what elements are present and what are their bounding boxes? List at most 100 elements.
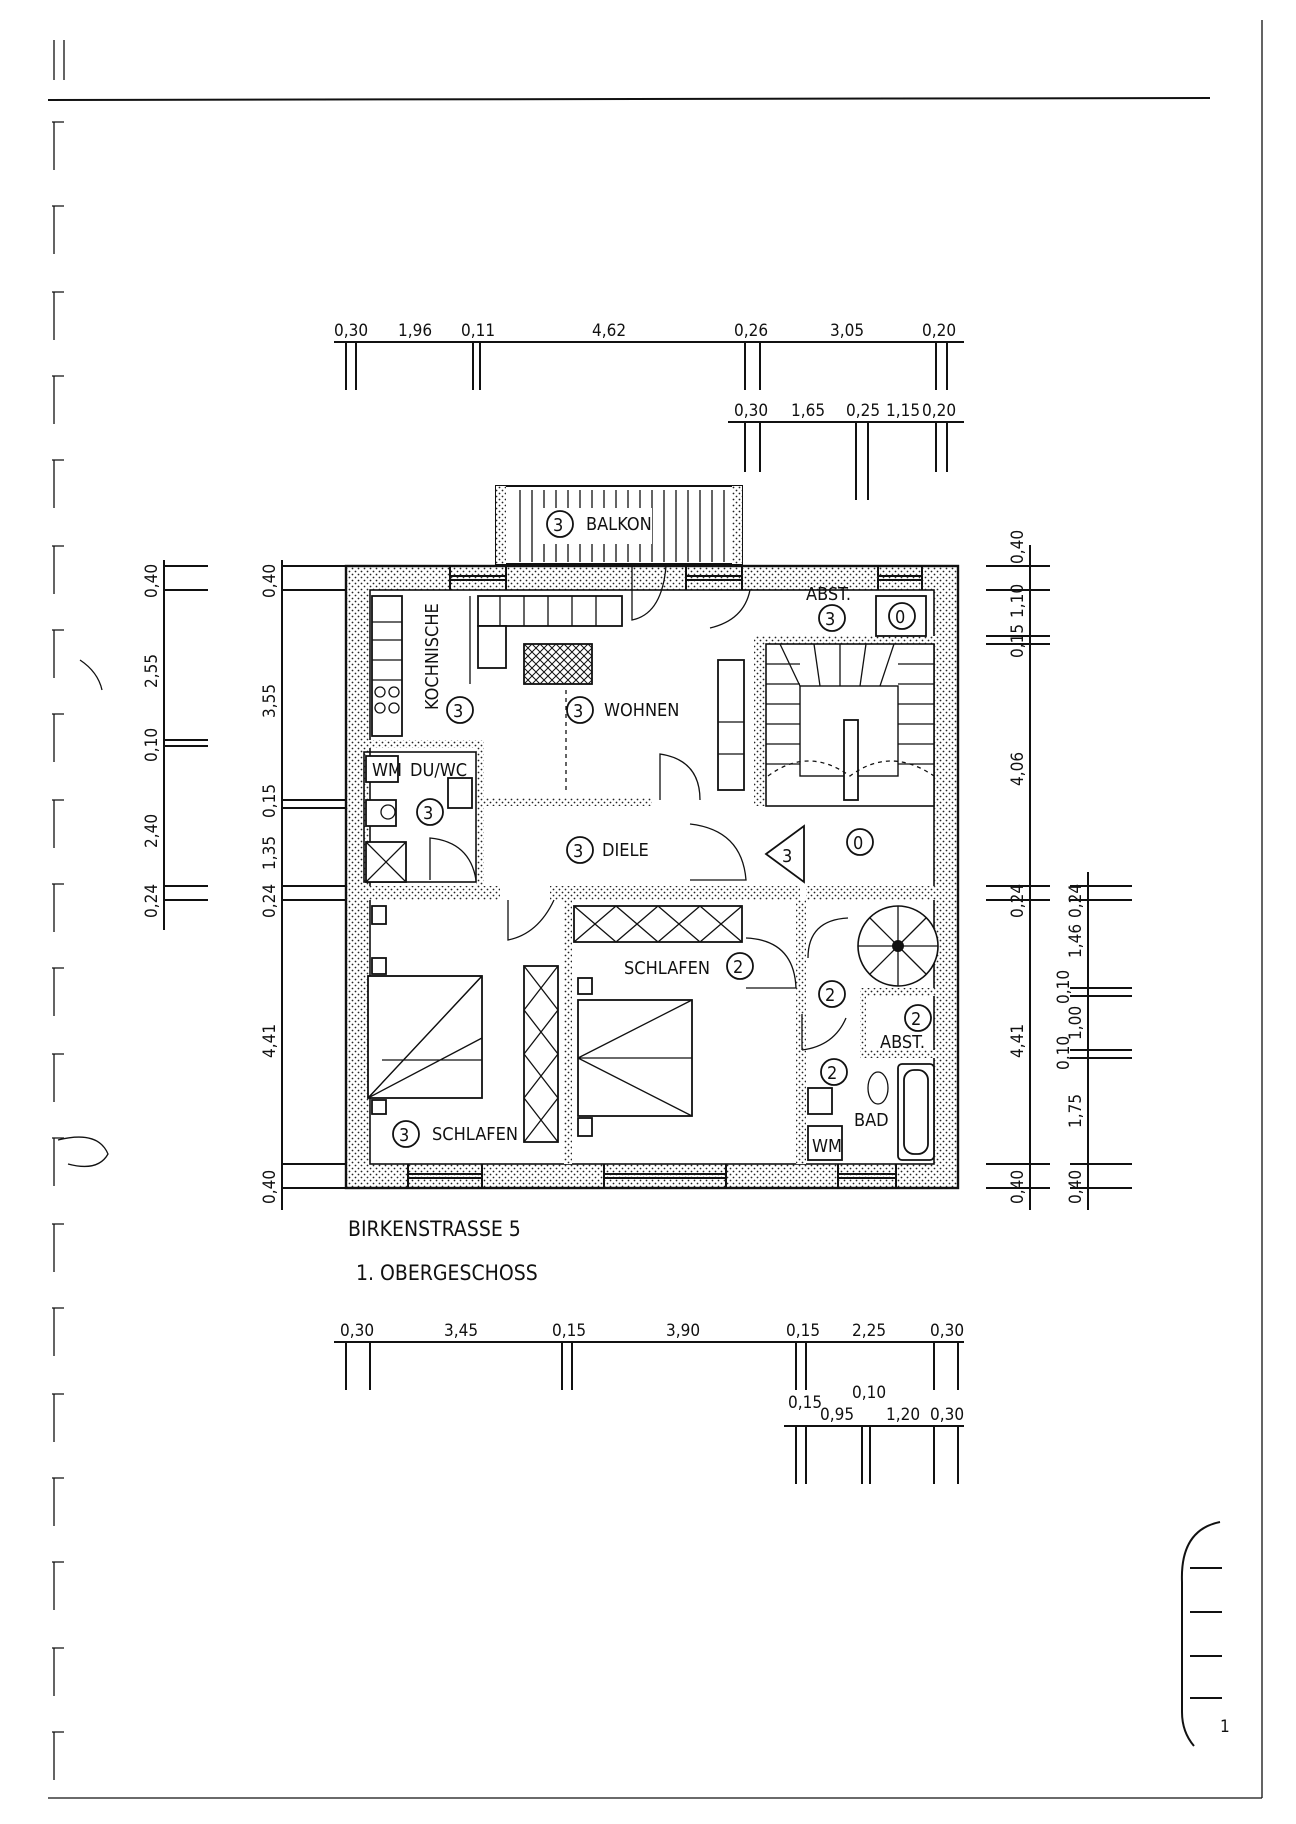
dim-left-inner-5: 4,41 [260, 1024, 280, 1058]
street-address: BIRKENSTRASSE 5 [348, 1217, 521, 1241]
room-labels: BALKON KOCHNISCHE WOHNEN WM DU/WC DIELE … [372, 514, 925, 1157]
dimension-chain-top-2: 0,30 1,65 0,25 1,15 0,20 [728, 401, 964, 500]
dim-left-inner-0: 0,40 [260, 564, 280, 598]
label-schlafen-left: SCHLAFEN [432, 1124, 518, 1145]
circled-marks: 3 3 3 3 3 3 0 0 3 3 2 2 2 2 [392, 510, 932, 1148]
dim-right-inner-6: 0,40 [1008, 1170, 1028, 1204]
dim-right-inner-3: 4,06 [1008, 752, 1028, 786]
mark-zero-top: 0 [875, 595, 927, 637]
dim-right-outer-5: 1,75 [1066, 1094, 1086, 1128]
beds [367, 905, 693, 1137]
bathroom-fixtures [807, 1063, 935, 1161]
dim-top1-2: 0,11 [461, 321, 495, 341]
svg-text:3: 3 [573, 841, 583, 862]
title-block: BIRKENSTRASSE 5 1. OBERGESCHOSS [348, 1217, 538, 1285]
dim-right-outer-1: 1,46 [1066, 924, 1086, 958]
kitchenette [371, 595, 471, 737]
dim-right-outer-0: 0,24 [1066, 884, 1086, 918]
dimension-chain-left-inner: 0,40 3,55 0,15 1,35 0,24 4,41 0,40 [260, 560, 348, 1210]
dim-right-inner-4: 0,24 [1008, 884, 1028, 918]
dimension-chain-top-1: 0,30 1,96 0,11 4,62 0,26 3,05 0,20 [334, 321, 964, 390]
dim-left-inner-2: 0,15 [260, 784, 280, 818]
living-room-furniture [477, 595, 745, 791]
dim-top1-4: 0,26 [734, 321, 768, 341]
svg-text:3: 3 [453, 701, 463, 722]
spiral-stair [857, 905, 939, 987]
dim-top2-1: 1,65 [791, 401, 825, 421]
label-wm-top: WM [372, 760, 402, 781]
dim-top2-2: 0,25 [846, 401, 880, 421]
dim-top1-5: 3,05 [830, 321, 864, 341]
dim-bot2-1: 0,10 [852, 1383, 886, 1403]
staircase [765, 643, 935, 807]
dim-right-outer-3: 1,00 [1066, 1006, 1086, 1040]
dim-right-inner-1: 1,10 [1008, 584, 1028, 618]
svg-text:3: 3 [399, 1125, 409, 1146]
dim-top2-4: 0,20 [922, 401, 956, 421]
dim-right-inner-5: 4,41 [1008, 1024, 1028, 1058]
label-abst-right: ABST. [880, 1032, 925, 1053]
svg-text:3: 3 [782, 846, 792, 867]
svg-text:0: 0 [853, 833, 863, 854]
dim-bot1-4: 0,15 [786, 1321, 820, 1341]
dim-top1-1: 1,96 [398, 321, 432, 341]
label-bad: BAD [854, 1110, 889, 1131]
dim-bot1-6: 0,30 [930, 1321, 964, 1341]
dim-left-outer-0: 0,40 [142, 564, 162, 598]
dim-bot2-2: 0,95 [820, 1405, 854, 1425]
label-abst-top: ABST. [806, 584, 851, 605]
label-kochnische: KOCHNISCHE [422, 603, 443, 710]
shower-wc [363, 751, 477, 883]
dim-top1-6: 0,20 [922, 321, 956, 341]
binder-tab: 1 [1180, 1521, 1230, 1747]
label-wohnen: WOHNEN [604, 700, 679, 721]
mark-abst-top: 3 [818, 604, 846, 632]
mark-bad: 2 [820, 1058, 848, 1086]
dim-bot1-2: 0,15 [552, 1321, 586, 1341]
dim-top1-0: 0,30 [334, 321, 368, 341]
page-number: 1 [1220, 1717, 1230, 1737]
label-diele: DIELE [602, 840, 649, 861]
dimension-chain-bottom-2: 0,15 0,10 0,95 1,20 0,30 [784, 1383, 964, 1484]
mark-schlafen-left: 3 [392, 1120, 420, 1148]
dim-bot1-1: 3,45 [444, 1321, 478, 1341]
svg-text:3: 3 [553, 515, 563, 536]
mark-du-wc: 3 [416, 798, 444, 826]
mark-stair-arrow: 3 [764, 824, 805, 884]
dim-right-outer-4: 0,10 [1054, 1036, 1074, 1070]
dimension-chain-right-outer: 0,24 1,46 0,10 1,00 0,10 1,75 0,40 [1054, 872, 1132, 1210]
dim-bot2-0: 0,15 [788, 1393, 822, 1413]
svg-text:2: 2 [827, 1063, 837, 1084]
dim-left-inner-4: 0,24 [260, 884, 280, 918]
mark-zero-mid: 0 [846, 828, 874, 856]
dim-right-inner-2: 0,15 [1008, 624, 1028, 658]
mark-balkon: 3 [546, 510, 574, 538]
doors [429, 565, 849, 1051]
mark-hall-right: 2 [818, 980, 846, 1008]
dim-bot1-3: 3,90 [666, 1321, 700, 1341]
dim-left-outer-4: 0,24 [142, 884, 162, 918]
dim-right-outer-6: 0,40 [1066, 1170, 1086, 1204]
svg-text:2: 2 [733, 957, 743, 978]
dimension-chain-bottom-1: 0,30 3,45 0,15 3,90 0,15 2,25 0,30 [334, 1321, 964, 1390]
label-du-wc: DU/WC [410, 760, 467, 781]
dim-bot2-3: 1,20 [886, 1405, 920, 1425]
svg-text:3: 3 [825, 609, 835, 630]
svg-text:3: 3 [573, 701, 583, 722]
mark-wohnen: 3 [566, 696, 594, 724]
dim-top2-0: 0,30 [734, 401, 768, 421]
dim-right-inner-0: 0,40 [1008, 530, 1028, 564]
dim-left-outer-2: 0,10 [142, 728, 162, 762]
svg-text:2: 2 [911, 1009, 921, 1030]
mark-abst-right: 2 [904, 1004, 932, 1032]
page-frame: 1 [47, 20, 1263, 1799]
dim-left-inner-3: 1,35 [260, 836, 280, 870]
dim-bot2-4: 0,30 [930, 1405, 964, 1425]
closets [523, 905, 743, 1143]
dimension-chain-right-inner: 0,40 1,10 0,15 4,06 0,24 4,41 0,40 [986, 530, 1050, 1210]
dim-right-outer-2: 0,10 [1054, 970, 1074, 1004]
floor-name: 1. OBERGESCHOSS [356, 1261, 538, 1285]
dim-bot1-0: 0,30 [340, 1321, 374, 1341]
dim-left-inner-6: 0,40 [260, 1170, 280, 1204]
